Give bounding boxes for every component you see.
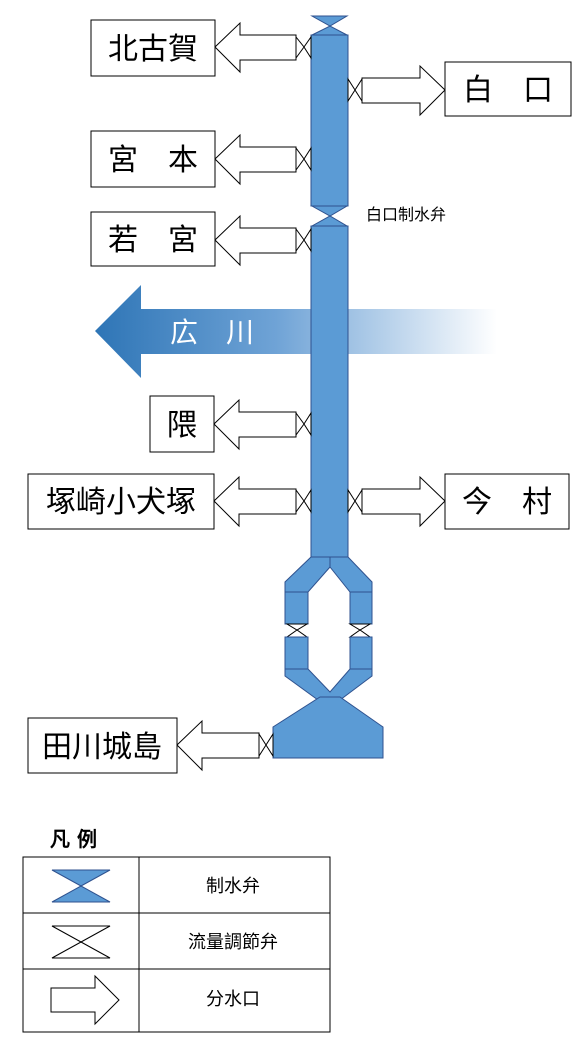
- shiraguchi-flow-valve-icon: [347, 77, 356, 103]
- river-label: 広 川: [170, 316, 254, 349]
- imamura-label: 今 村: [462, 485, 552, 520]
- branch-flow-valves: [285, 623, 372, 638]
- kitakoga-outlet-arrow-icon: [214, 21, 297, 74]
- tsukazaki-flow-valve-icon: [295, 488, 305, 514]
- legend-label-2: 分水口: [206, 989, 260, 1010]
- miyamoto-label: 宮 本: [108, 143, 198, 178]
- tagawa-flow-valve-icon: [258, 732, 267, 758]
- outlet-tsukazaki: 塚崎小犬塚: [27, 473, 312, 530]
- tagawa-outlet-arrow-icon: [176, 719, 260, 772]
- canal-upper-segment: [310, 34, 349, 207]
- wakamiya-outlet-arrow-icon: [214, 214, 297, 267]
- outlet-miyamoto: 宮 本: [90, 130, 312, 188]
- miyamoto-flow-valve-icon: [295, 146, 305, 172]
- kitakoga-label: 北古賀: [108, 32, 198, 67]
- main-canal: [284, 15, 373, 625]
- outlet-kuma: 隈: [149, 395, 312, 453]
- canal-split-right: [329, 556, 373, 593]
- kuma-outlet-arrow-icon: [213, 398, 297, 451]
- wakamiya-flow-valve-icon: [295, 227, 305, 253]
- canal-split-left: [284, 556, 331, 593]
- legend-label-0: 制水弁: [206, 876, 260, 897]
- wakamiya-label: 若 宮: [108, 223, 198, 258]
- imamura-flow-valve-icon: [347, 488, 356, 514]
- tagawa-basin: [272, 696, 384, 759]
- shiraguchi-label: 白 口: [463, 73, 553, 108]
- outlet-imamura: 今 村: [347, 473, 570, 530]
- kuma-label: 隈: [167, 408, 197, 443]
- shiraguchi-valve-label: 白口制水弁: [366, 205, 446, 224]
- tagawa-label: 田川城島: [42, 730, 162, 765]
- kitakoga-flow-valve-icon: [295, 35, 305, 60]
- canal-lower-segment: [310, 225, 349, 558]
- shiraguchi-control-valve-icon: [310, 205, 349, 217]
- legend: 凡 例 制水弁 流量調節弁 分水口: [22, 827, 331, 1033]
- legend-label-1: 流量調節弁: [188, 932, 278, 953]
- right-branch-flow-valve-icon: [348, 623, 372, 631]
- legend-title: 凡 例: [50, 827, 97, 851]
- left-branch-flow-valve-icon: [285, 623, 309, 631]
- miyamoto-outlet-arrow-icon: [214, 133, 297, 186]
- outlet-kitakoga: 北古賀: [90, 19, 312, 77]
- outlet-wakamiya: 若 宮: [90, 211, 312, 267]
- tsukazaki-outlet-arrow-icon: [213, 475, 297, 528]
- canal-merge: [272, 636, 384, 759]
- tsukazaki-label: 塚崎小犬塚: [46, 485, 196, 520]
- outlet-tagawa: 田川城島: [27, 717, 274, 774]
- top-control-valve-icon: [310, 15, 349, 27]
- kuma-flow-valve-icon: [295, 411, 305, 437]
- shiraguchi-outlet-arrow-icon: [361, 64, 446, 117]
- legend-outlet-arrow-icon: [50, 974, 120, 1026]
- outlet-shiraguchi: 白 口: [347, 61, 572, 117]
- legend-control-valve-icon: [51, 869, 111, 903]
- river-arrow: 広 川: [95, 285, 497, 378]
- imamura-outlet-arrow-icon: [361, 475, 446, 528]
- legend-flow-valve-icon: [51, 925, 111, 959]
